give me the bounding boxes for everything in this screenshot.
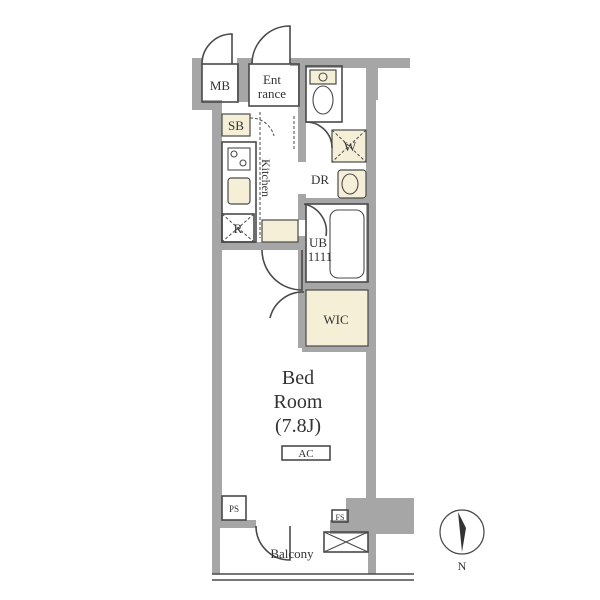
interior-lines xyxy=(201,63,414,581)
ub-label-1: UB xyxy=(309,235,327,250)
fs-box xyxy=(331,509,349,523)
mb-door-swing xyxy=(201,33,233,65)
wall-kitchen-bottom xyxy=(218,242,304,250)
bathtub xyxy=(329,209,365,279)
wall-wic-left xyxy=(298,290,306,348)
wall-top-left-stub xyxy=(192,58,202,64)
basin-bowl xyxy=(341,173,359,195)
compass: N xyxy=(439,509,485,573)
wall-balcony-right xyxy=(368,528,376,574)
mb-box xyxy=(201,63,239,103)
washer-diag-2 xyxy=(331,129,367,163)
toilet-tank-button xyxy=(318,72,328,82)
entrance-door-swing xyxy=(251,25,291,65)
mb-label: MB xyxy=(210,78,231,93)
wall-right xyxy=(366,96,376,498)
bedroom-door-swing xyxy=(261,249,303,291)
ub-box xyxy=(305,203,369,283)
side-counter xyxy=(261,219,299,243)
bedroom-label-1: Bed xyxy=(282,367,314,389)
wic-label: WIC xyxy=(323,312,348,327)
entrance-box xyxy=(248,63,300,107)
wall-top-right xyxy=(360,58,410,100)
balcony-door-swing xyxy=(255,525,291,561)
wall-top-right-stub xyxy=(290,58,304,66)
washer-diag-1 xyxy=(331,129,367,163)
ub-label-2: 1111 xyxy=(308,249,333,264)
burner-1 xyxy=(230,150,238,158)
wall-mb-left xyxy=(192,60,202,102)
balcony-label: Balcony xyxy=(270,546,314,561)
ub-door-swing xyxy=(303,203,328,237)
toilet-room xyxy=(305,65,343,123)
ps-box xyxy=(221,495,247,521)
refrigerator-label: R xyxy=(234,221,243,236)
stove xyxy=(227,147,251,171)
toilet-tank xyxy=(309,69,337,85)
kitchen-label: Kitchen xyxy=(259,159,273,197)
doors xyxy=(201,25,333,561)
bedroom-size: (7.8J) xyxy=(275,415,321,437)
wall-center-mid xyxy=(298,194,306,220)
bedroom-label-2: Room xyxy=(274,391,323,413)
wall-bottom-left xyxy=(212,520,256,528)
wic-door-swing xyxy=(269,291,305,319)
wic-box xyxy=(305,289,369,347)
toilet-bowl xyxy=(312,85,334,115)
wall-left xyxy=(212,108,222,526)
sb-door-swing xyxy=(249,117,275,137)
refrigerator-box xyxy=(221,213,255,243)
ps-label: PS xyxy=(229,504,239,514)
washer-label: W xyxy=(344,139,357,154)
wall-top-mid-stub xyxy=(240,58,252,64)
wall-mb-bottom xyxy=(192,100,222,110)
wall-wic-bottom xyxy=(302,346,370,352)
walls xyxy=(192,58,414,574)
sink xyxy=(227,177,251,205)
wash-basin xyxy=(337,169,367,199)
wall-balcony-left xyxy=(212,528,220,574)
entrance-label-1: Ent xyxy=(263,72,281,87)
ac-label: AC xyxy=(298,448,313,460)
fridge-diag-2 xyxy=(221,213,255,243)
hatch-diag-2 xyxy=(323,531,369,553)
wall-ub-bottom xyxy=(302,282,370,290)
fs-label: FS xyxy=(336,513,345,522)
north-label: N xyxy=(458,559,467,573)
wall-top-bath xyxy=(300,58,400,68)
wall-bottom-right-block xyxy=(372,498,414,526)
wall-ub-top xyxy=(302,198,370,204)
dr-label: DR xyxy=(311,172,329,187)
wall-center-upper xyxy=(298,64,306,162)
ac-unit xyxy=(281,445,331,461)
entrance-label-2: rance xyxy=(258,86,286,101)
burner-2 xyxy=(239,159,247,167)
wall-mb-entrance xyxy=(237,58,249,102)
labels: MB Ent rance SB Kitchen R W DR UB 1111 W… xyxy=(210,72,357,561)
compass-ring xyxy=(439,509,485,555)
sb-label: SB xyxy=(228,118,244,133)
balcony-hatch xyxy=(323,531,369,553)
toilet-door-swing xyxy=(305,121,333,149)
north-arrow-icon xyxy=(458,512,466,552)
sb-box xyxy=(221,113,251,137)
